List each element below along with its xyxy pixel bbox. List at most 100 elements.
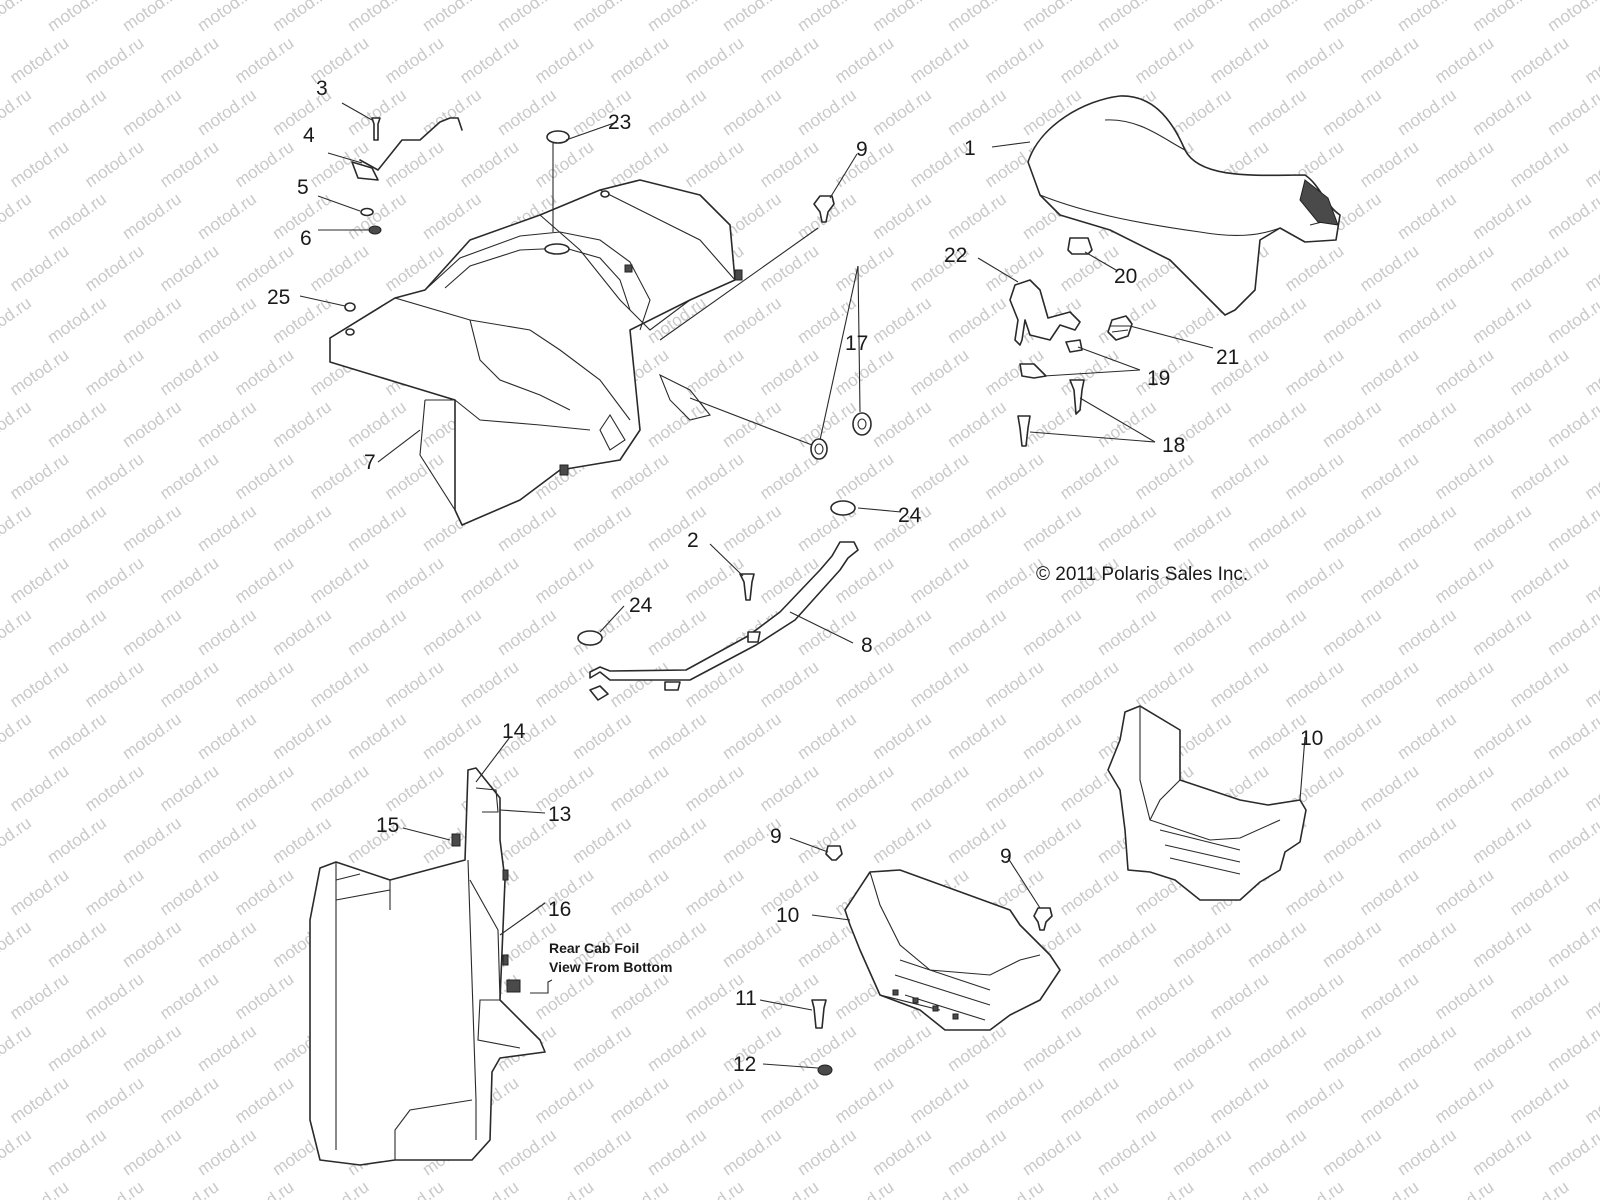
watermark-text: motod.ru <box>794 85 860 139</box>
watermark-text: motod.ru <box>531 1073 597 1127</box>
watermark-text: motod.ru <box>944 709 1010 763</box>
watermark-text: motod.ru <box>81 657 147 711</box>
watermark-text: motod.ru <box>381 137 447 191</box>
watermark-text: motod.ru <box>494 0 560 35</box>
watermark-text: motod.ru <box>44 605 110 659</box>
watermark-text: motod.ru <box>1169 501 1235 555</box>
watermark-text: motod.ru <box>156 657 222 711</box>
watermark-text: motod.ru <box>1544 0 1600 35</box>
watermark-text: motod.ru <box>531 33 597 87</box>
callout-22: 22 <box>944 244 967 267</box>
watermark-text: motod.ru <box>81 449 147 503</box>
callout-19: 19 <box>1147 367 1170 390</box>
watermark-text: motod.ru <box>44 189 110 243</box>
watermark-text: motod.ru <box>944 605 1010 659</box>
watermark-text: motod.ru <box>1581 449 1600 503</box>
watermark-text: motod.ru <box>381 33 447 87</box>
watermark-text: motod.ru <box>1394 189 1460 243</box>
watermark-text: motod.ru <box>1506 137 1572 191</box>
watermark-text: motod.ru <box>869 189 935 243</box>
watermark-text: motod.ru <box>119 501 185 555</box>
watermark-text: motod.ru <box>381 553 447 607</box>
watermark-text: motod.ru <box>681 1177 747 1200</box>
watermark-text: motod.ru <box>231 1073 297 1127</box>
watermark-text: motod.ru <box>194 0 260 35</box>
watermark-text: motod.ru <box>1356 137 1422 191</box>
watermark-text: motod.ru <box>1394 917 1460 971</box>
callout-labels: 1 2 3 4 5 6 7 8 9 9 9 10 10 11 12 13 14 … <box>267 77 1323 1076</box>
watermark-text: motod.ru <box>794 813 860 867</box>
watermark-text: motod.ru <box>1506 969 1572 1023</box>
watermark-text: motod.ru <box>381 657 447 711</box>
watermark-text: motod.ru <box>869 397 935 451</box>
watermark-text: motod.ru <box>644 397 710 451</box>
watermark-text: motod.ru <box>1544 293 1600 347</box>
watermark-text: motod.ru <box>1506 33 1572 87</box>
watermark-text: motod.ru <box>44 709 110 763</box>
watermark-text: motod.ru <box>381 449 447 503</box>
watermark-text: motod.ru <box>0 1125 35 1179</box>
watermark-text: motod.ru <box>1056 33 1122 87</box>
watermark-text: motod.ru <box>119 293 185 347</box>
watermark-text: motod.ru <box>569 501 635 555</box>
watermark-text: motod.ru <box>231 865 297 919</box>
callout-4: 4 <box>303 124 315 147</box>
watermark-text: motod.ru <box>1431 1073 1497 1127</box>
watermark-text: motod.ru <box>1244 501 1310 555</box>
watermark-text: motod.ru <box>419 0 485 35</box>
watermark-text: motod.ru <box>1244 293 1310 347</box>
watermark-text: motod.ru <box>81 1177 147 1200</box>
watermark-text: motod.ru <box>44 1021 110 1075</box>
watermark-text: motod.ru <box>644 85 710 139</box>
watermark-text: motod.ru <box>1394 605 1460 659</box>
watermark-text: motod.ru <box>1131 33 1197 87</box>
watermark-text: motod.ru <box>1581 657 1600 711</box>
watermark-text: motod.ru <box>1281 553 1347 607</box>
watermark-text: motod.ru <box>156 761 222 815</box>
watermark-text: motod.ru <box>6 1177 72 1200</box>
watermark-text: motod.ru <box>1169 1021 1235 1075</box>
watermark-text: motod.ru <box>1356 1073 1422 1127</box>
watermark-text: motod.ru <box>1544 709 1600 763</box>
watermark-text: motod.ru <box>0 813 35 867</box>
callout-1: 1 <box>964 137 976 160</box>
watermark-text: motod.ru <box>344 709 410 763</box>
watermark-text: motod.ru <box>1431 657 1497 711</box>
watermark-text: motod.ru <box>1394 501 1460 555</box>
watermark-text: motod.ru <box>1431 137 1497 191</box>
watermark-text: motod.ru <box>1506 449 1572 503</box>
watermark-text: motod.ru <box>6 449 72 503</box>
callout-25: 25 <box>267 286 290 309</box>
watermark-text: motod.ru <box>1094 1125 1160 1179</box>
watermark-text: motod.ru <box>1244 1125 1310 1179</box>
watermark-text: motod.ru <box>269 813 335 867</box>
watermark-text: motod.ru <box>569 0 635 35</box>
watermark-text: motod.ru <box>194 1021 260 1075</box>
watermark-text: motod.ru <box>1469 0 1535 35</box>
watermark-text: motod.ru <box>269 501 335 555</box>
watermark-text: motod.ru <box>1394 293 1460 347</box>
watermark-text: motod.ru <box>306 1177 372 1200</box>
watermark-text: motod.ru <box>1281 1177 1347 1200</box>
watermark-text: motod.ru <box>719 397 785 451</box>
watermark-text: motod.ru <box>756 33 822 87</box>
watermark-text: motod.ru <box>719 293 785 347</box>
watermark-text: motod.ru <box>1581 865 1600 919</box>
watermark-text: motod.ru <box>119 85 185 139</box>
callout-10-right: 10 <box>1300 727 1323 750</box>
watermark-text: motod.ru <box>419 709 485 763</box>
watermark-text: motod.ru <box>1319 605 1385 659</box>
watermark-text: motod.ru <box>1431 761 1497 815</box>
watermark-text: motod.ru <box>756 137 822 191</box>
footwell-hardware <box>811 845 1053 1076</box>
footwell-left-part <box>844 869 1061 1031</box>
watermark-text: motod.ru <box>1581 761 1600 815</box>
callout-21: 21 <box>1216 346 1239 369</box>
watermark-text: motod.ru <box>606 1073 672 1127</box>
watermark-text: motod.ru <box>1431 33 1497 87</box>
watermark-text: motod.ru <box>906 33 972 87</box>
watermark-text: motod.ru <box>869 0 935 35</box>
seat-latch-hardware <box>1009 279 1133 447</box>
watermark-text: motod.ru <box>44 501 110 555</box>
